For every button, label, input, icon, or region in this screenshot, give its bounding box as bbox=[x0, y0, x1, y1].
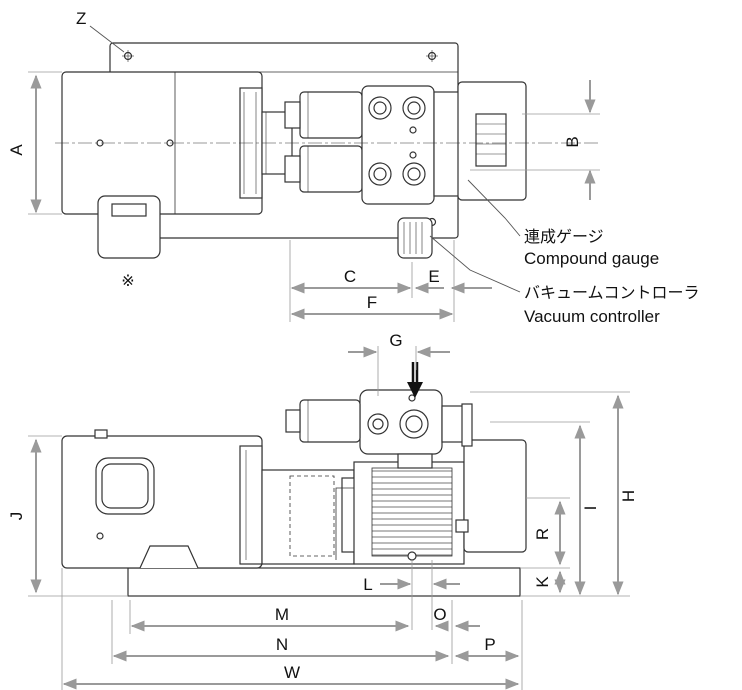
side-motor-window bbox=[95, 457, 155, 515]
compound-gauge-label-ja: 連成ゲージ bbox=[524, 227, 604, 246]
top-filter-upper bbox=[299, 91, 363, 139]
side-gauge bbox=[441, 405, 465, 443]
side-pump-head bbox=[359, 389, 443, 455]
vacuum-controller-label-en: Vacuum controller bbox=[524, 307, 660, 326]
inlet-arrow-icon bbox=[407, 362, 423, 398]
z-leader-line bbox=[89, 25, 125, 53]
label-n: N bbox=[276, 635, 288, 654]
label-j: J bbox=[7, 512, 26, 521]
top-pump-end bbox=[433, 91, 461, 197]
vacuum-controller-label-ja: バキュームコントローラ bbox=[524, 283, 700, 302]
asterisk-note: ※ bbox=[121, 273, 134, 290]
label-z: Z bbox=[76, 9, 86, 28]
vacuum-controller-leader bbox=[429, 235, 521, 293]
label-l: L bbox=[363, 575, 372, 594]
side-filter bbox=[299, 399, 361, 443]
label-h: H bbox=[619, 490, 638, 502]
compound-gauge-leader bbox=[467, 179, 521, 237]
side-dimension-lines bbox=[28, 346, 630, 690]
label-o: O bbox=[433, 605, 446, 624]
top-vacuum-controller bbox=[397, 217, 433, 259]
side-view bbox=[61, 389, 527, 597]
label-e: E bbox=[428, 267, 439, 286]
label-i: I bbox=[581, 506, 600, 511]
side-right-housing bbox=[463, 439, 527, 553]
label-f: F bbox=[367, 293, 377, 312]
side-coupling-housing bbox=[261, 469, 355, 565]
dimension-labels: Z A B C E F G J H I R K L M O N P W ※ bbox=[7, 9, 638, 682]
compound-gauge-label-en: Compound gauge bbox=[524, 249, 659, 268]
label-m: M bbox=[275, 605, 289, 624]
label-c: C bbox=[344, 267, 356, 286]
top-view bbox=[55, 42, 600, 259]
top-filter-lower bbox=[299, 145, 363, 193]
side-base-plate bbox=[127, 567, 521, 597]
top-pump-body bbox=[361, 85, 435, 205]
callout-labels: 連成ゲージ Compound gauge バキュームコントローラ Vacuum … bbox=[524, 227, 700, 326]
label-w: W bbox=[284, 663, 300, 682]
label-a: A bbox=[7, 144, 26, 156]
label-p: P bbox=[484, 635, 495, 654]
top-dimension-lines bbox=[28, 71, 600, 322]
label-g: G bbox=[389, 331, 402, 350]
label-k: K bbox=[533, 576, 552, 588]
label-b: B bbox=[563, 136, 582, 147]
label-r: R bbox=[533, 528, 552, 540]
